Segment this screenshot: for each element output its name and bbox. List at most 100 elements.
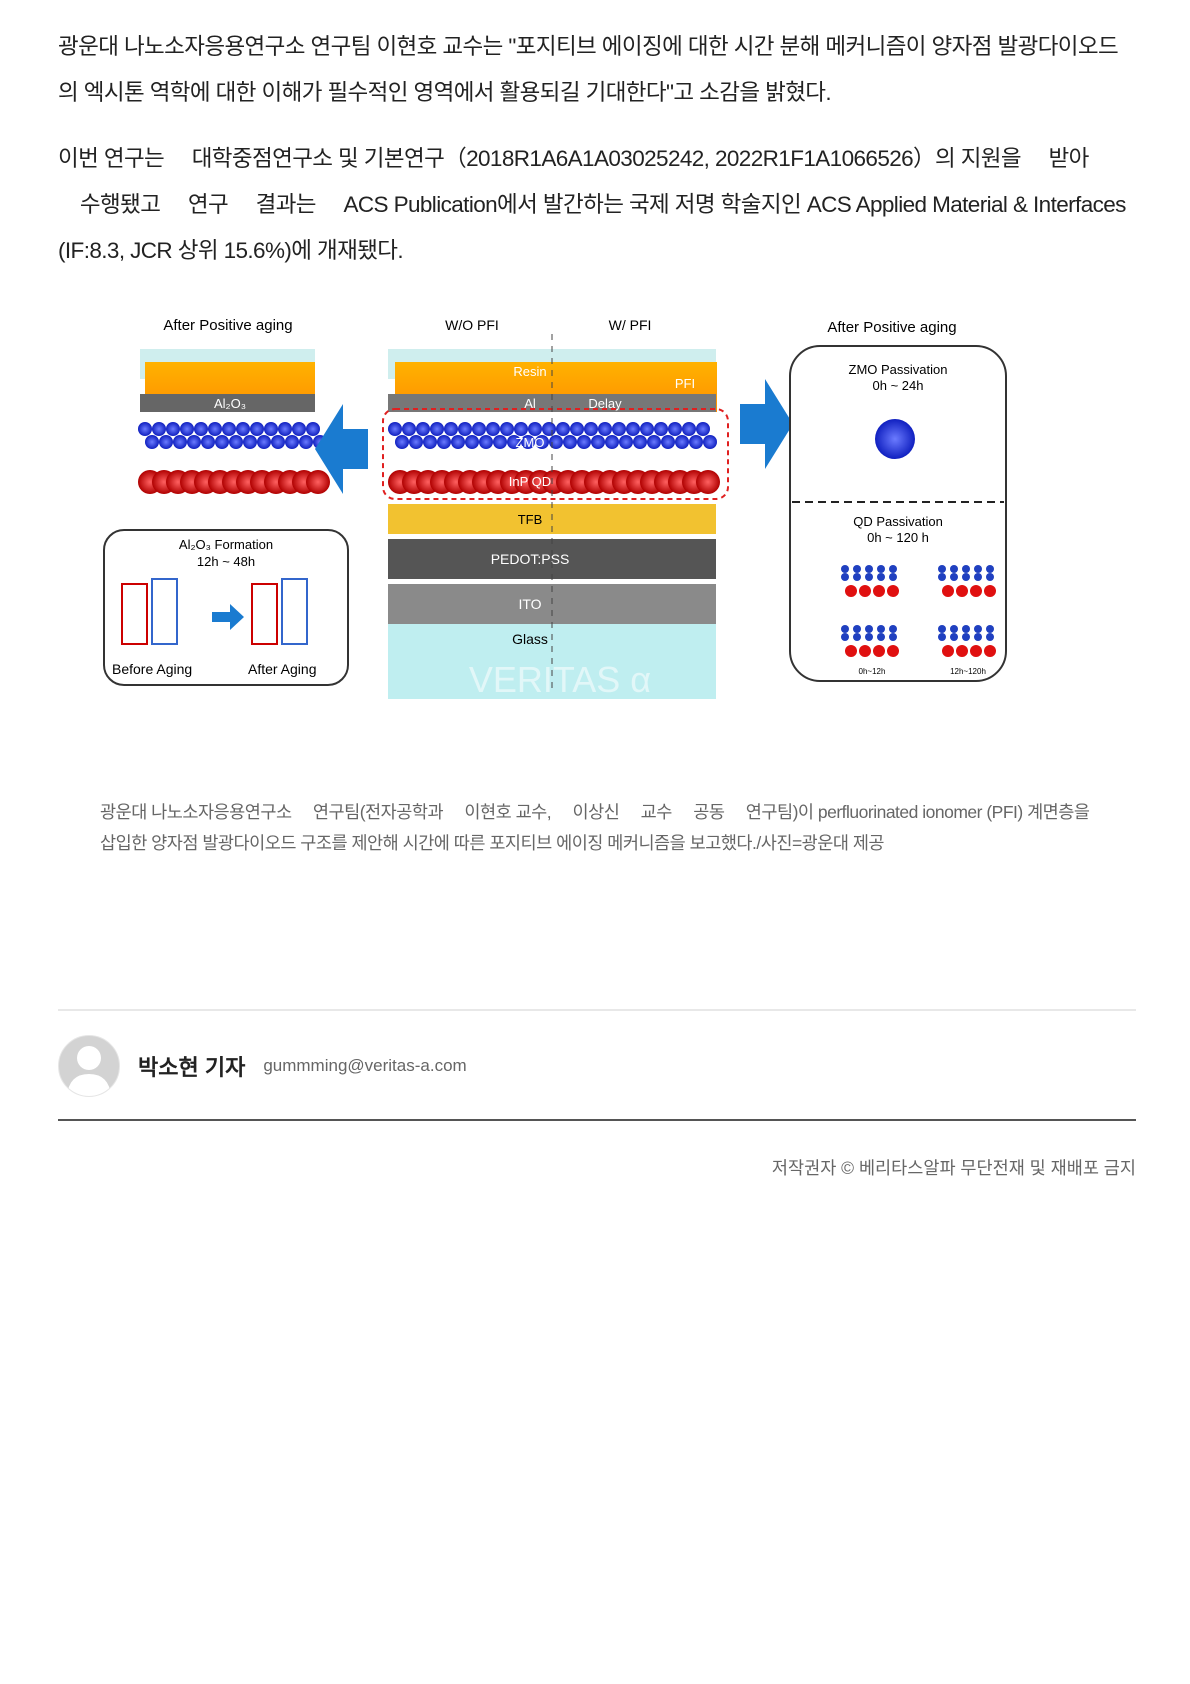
zmo-particle xyxy=(451,435,465,449)
zmo-dot xyxy=(865,573,873,581)
al2o3-formation-panel xyxy=(103,529,349,686)
zmo-particle xyxy=(416,422,430,436)
qd-dot xyxy=(984,585,996,597)
inp-qd-label: InP QD xyxy=(509,474,551,489)
zmo-particle xyxy=(402,422,416,436)
zmo-dot xyxy=(889,565,897,573)
qd-dot xyxy=(942,585,954,597)
arrow-left-icon xyxy=(315,404,368,494)
zmo-particle xyxy=(479,435,493,449)
right-title: After Positive aging xyxy=(827,319,956,336)
zmo-dot xyxy=(938,573,946,581)
zmo-dot xyxy=(962,573,970,581)
zmo-particle xyxy=(472,422,486,436)
author-email[interactable]: gummming@veritas-a.com xyxy=(263,1056,467,1075)
zmo-dot xyxy=(841,573,849,581)
zmo-np-icon xyxy=(875,419,915,459)
zmo-particle xyxy=(278,422,292,436)
zmo-particle xyxy=(180,422,194,436)
zmo-particle xyxy=(388,422,402,436)
zmo-dot xyxy=(889,633,897,641)
circuit-diagram xyxy=(251,583,278,645)
al-layer xyxy=(388,394,716,412)
qd-dot xyxy=(942,645,954,657)
zmo-dot xyxy=(853,565,861,573)
zmo-particle xyxy=(264,422,278,436)
passivation-dots xyxy=(841,565,996,657)
zmo-particle xyxy=(243,435,257,449)
zmo-dot xyxy=(841,633,849,641)
qd-particle xyxy=(696,470,720,494)
qd-dot xyxy=(956,585,968,597)
zmo-dot xyxy=(986,573,994,581)
al2o3-time-label: 12h ~ 48h xyxy=(197,554,255,569)
zmo-dot xyxy=(950,625,958,633)
zmo-dot xyxy=(877,565,885,573)
article-paragraph: 이번 연구는 대학중점연구소 및 기본연구（2018R1A6A1A0302524… xyxy=(58,146,1126,263)
qd-layer xyxy=(138,422,330,494)
zmo-dot xyxy=(950,633,958,641)
article-figure: After Positive aging Al₂O₃ Al₂O₃ Formati… xyxy=(103,317,1007,700)
qd-dot xyxy=(984,645,996,657)
zmo-time-label: 0h ~ 24h xyxy=(873,378,924,393)
zmo-particle xyxy=(465,435,479,449)
al2o3-layer xyxy=(140,394,315,412)
zmo-dot xyxy=(962,565,970,573)
zmo-particle xyxy=(500,422,514,436)
circuit-diagram xyxy=(281,578,308,645)
figure-caption: 광운대 나노소자응용연구소 연구팀(전자공학과 이현호 교수, 이상신 교수 공… xyxy=(100,802,1090,853)
zmo-dot xyxy=(986,633,994,641)
zmo-dot xyxy=(853,625,861,633)
zmo-passivation-label: ZMO Passivation xyxy=(849,362,948,377)
zmo-dot xyxy=(962,625,970,633)
author-name: 박소현 기자 xyxy=(138,1055,246,1080)
zmo-particle xyxy=(236,422,250,436)
zmo-particle xyxy=(187,435,201,449)
qd-dot xyxy=(956,645,968,657)
zmo-dot xyxy=(938,625,946,633)
divider xyxy=(58,1009,1136,1011)
zmo-particle xyxy=(507,435,521,449)
pfi-label: PFI xyxy=(675,376,695,391)
range2-label: 12h~120h xyxy=(950,667,986,676)
zmo-particle xyxy=(696,422,710,436)
zmo-dot xyxy=(865,625,873,633)
glass-label: Glass xyxy=(512,631,548,647)
delay-label: Delay xyxy=(588,396,622,411)
zmo-particle xyxy=(640,422,654,436)
zmo-particle xyxy=(577,435,591,449)
zmo-particle xyxy=(633,435,647,449)
qd-dot xyxy=(859,645,871,657)
copyright: 저작권자 © 베리타스알파 무단전재 및 재배포 금지 xyxy=(771,1158,1136,1178)
zmo-dot xyxy=(974,573,982,581)
article-column: 광운대 나노소자응용연구소 연구팀 이현호 교수는 "포지티브 에이징에 대한 … xyxy=(58,0,1136,1180)
zmo-particle xyxy=(423,435,437,449)
al2o3-formation-label: Al₂O₃ Formation xyxy=(179,537,273,552)
before-aging-label: Before Aging xyxy=(112,661,192,677)
pedot-label: PEDOT:PSS xyxy=(491,551,570,567)
resin-label: Resin xyxy=(513,364,546,379)
zmo-dot xyxy=(853,633,861,641)
w-pfi-label: W/ PFI xyxy=(609,317,652,333)
qd-dot xyxy=(859,585,871,597)
qd-dot xyxy=(873,645,885,657)
zmo-particle xyxy=(584,422,598,436)
zmo-particle xyxy=(591,435,605,449)
zmo-particle xyxy=(689,435,703,449)
zmo-particle xyxy=(159,435,173,449)
zmo-dot xyxy=(877,573,885,581)
zmo-particle xyxy=(430,422,444,436)
highlight-box xyxy=(382,408,729,500)
zmo-dot xyxy=(938,633,946,641)
zmo-particle xyxy=(703,435,717,449)
qd-dot xyxy=(970,645,982,657)
zmo-particle xyxy=(145,435,159,449)
zmo-particle xyxy=(612,422,626,436)
arrow-right-icon xyxy=(740,379,793,469)
zmo-particle xyxy=(409,435,423,449)
zmo-particle xyxy=(173,435,187,449)
zmo-dot xyxy=(950,573,958,581)
zmo-dot xyxy=(889,625,897,633)
circuit-diagram xyxy=(151,578,178,645)
zmo-particle xyxy=(521,435,535,449)
